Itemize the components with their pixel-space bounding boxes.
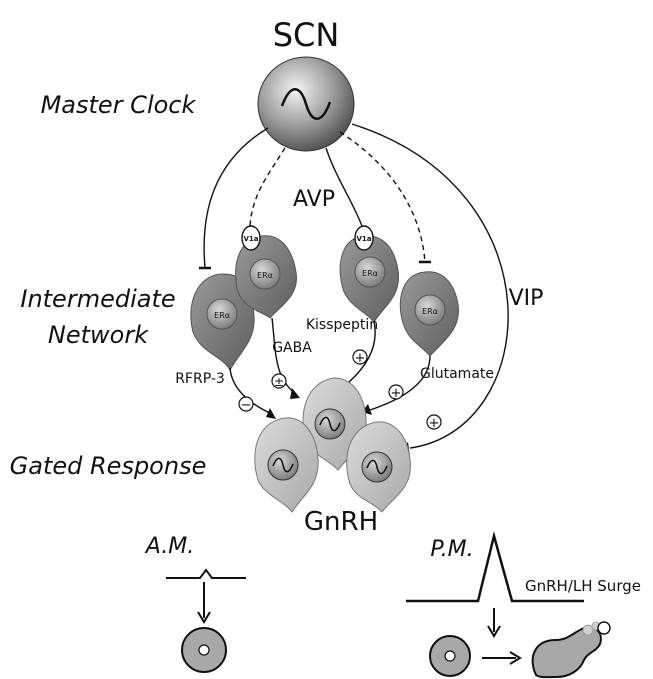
secreting-cell-icon (531, 626, 602, 679)
v1a-receptor-icon (241, 225, 261, 251)
rfrp3-sign: − (241, 398, 252, 413)
gnrh-label: GnRH (304, 507, 378, 537)
gnrh-neuron (346, 421, 411, 513)
pm-panel: P.M. GnRH/LH Surge (406, 531, 641, 679)
glutamate-sign: + (391, 386, 402, 401)
rfrp3-label: RFRP-3 (175, 371, 225, 387)
kisspeptin-label: Kisspeptin (306, 317, 378, 333)
v1a-label: V1a (356, 235, 371, 243)
er-alpha-label: ERα (422, 307, 438, 316)
gaba-sign: ± (274, 375, 284, 389)
gnrh-neurons (254, 377, 411, 513)
neuron-kisspeptin: ERα V1a (339, 225, 400, 323)
am-label: A.M. (144, 534, 194, 559)
v1a-receptor-icon (354, 225, 374, 251)
sign-badges (238, 349, 442, 430)
surge-label: GnRH/LH Surge (525, 577, 641, 595)
er-alpha-label: ERα (257, 271, 273, 280)
scn-title: SCN (273, 16, 340, 54)
kisspeptin-sign: + (355, 351, 366, 366)
vip-label: VIP (509, 286, 544, 311)
neuron-gaba: ERα V1a (235, 225, 297, 319)
glutamate-label: Glutamate (420, 366, 494, 382)
v1a-label: V1a (243, 235, 258, 243)
gnrh-neuron (254, 417, 319, 513)
neuron-glutamate: ERα (399, 271, 459, 357)
gaba-label: GABA (272, 340, 312, 356)
er-alpha-label: ERα (362, 269, 378, 278)
scn-projections (199, 123, 509, 449)
avp-label: AVP (293, 187, 335, 212)
er-alpha-label: ERα (214, 311, 230, 320)
scn-clock (257, 56, 355, 152)
am-panel: A.M. (144, 534, 246, 673)
intermediate-network-label-1: Intermediate (20, 285, 175, 313)
intermediate-network-label-2: Network (48, 321, 149, 349)
vip-sign: + (429, 416, 440, 431)
sine-wave-icon (280, 88, 332, 120)
gated-response-label: Gated Response (10, 452, 207, 480)
master-clock-label: Master Clock (41, 91, 197, 119)
pm-label: P.M. (430, 537, 473, 562)
neuron-rfrp3: ERα (190, 273, 255, 372)
